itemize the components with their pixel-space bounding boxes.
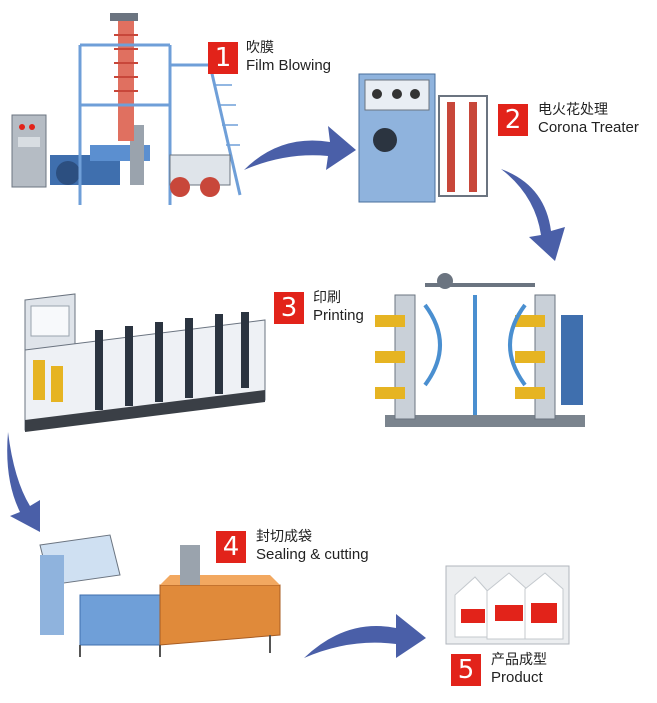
flow-arrow-4-to-5 bbox=[304, 614, 426, 658]
flow-arrow-3-to-4 bbox=[7, 432, 40, 532]
step-5-badge: 5 bbox=[451, 654, 481, 686]
step-2-label-en: Corona Treater bbox=[538, 119, 639, 136]
gravure-printing-machine-illustration bbox=[24, 293, 266, 432]
flexo-printing-machine-illustration bbox=[375, 273, 585, 427]
step-3-label-en: Printing bbox=[313, 307, 364, 324]
step-5-label-en: Product bbox=[491, 669, 543, 686]
step-1-label-zh: 吹膜 bbox=[246, 40, 274, 56]
step-1-label-en: Film Blowing bbox=[246, 57, 332, 74]
sealing-cutting-machine-illustration bbox=[39, 534, 281, 657]
step-2-label-zh: 电火花处理 bbox=[538, 102, 608, 118]
corona-treater-machine-illustration bbox=[358, 73, 488, 203]
step-1-caption: 吹膜 Film Blowing bbox=[246, 40, 331, 74]
flow-arrow-1-to-2 bbox=[244, 126, 356, 170]
step-2-badge: 2 bbox=[498, 104, 528, 136]
step-3-badge: 3 bbox=[274, 292, 304, 324]
step-4-label-en: Sealing & cutting bbox=[256, 546, 369, 563]
flow-arrow-2-to-3 bbox=[501, 169, 565, 261]
film-blowing-machine-illustration bbox=[11, 13, 242, 205]
step-5-caption: 产品成型 Product bbox=[491, 652, 547, 686]
step-4-caption: 封切成袋 Sealing & cutting bbox=[256, 529, 369, 563]
step-4-label-zh: 封切成袋 bbox=[256, 529, 312, 545]
step-1-badge: 1 bbox=[208, 42, 238, 74]
step-5-label-zh: 产品成型 bbox=[491, 652, 547, 668]
step-3-caption: 印刷 Printing bbox=[313, 290, 364, 324]
plastic-bag-product-image bbox=[445, 565, 570, 645]
step-4-badge: 4 bbox=[216, 531, 246, 563]
step-3-label-zh: 印刷 bbox=[313, 290, 341, 306]
step-2-caption: 电火花处理 Corona Treater bbox=[538, 102, 639, 136]
